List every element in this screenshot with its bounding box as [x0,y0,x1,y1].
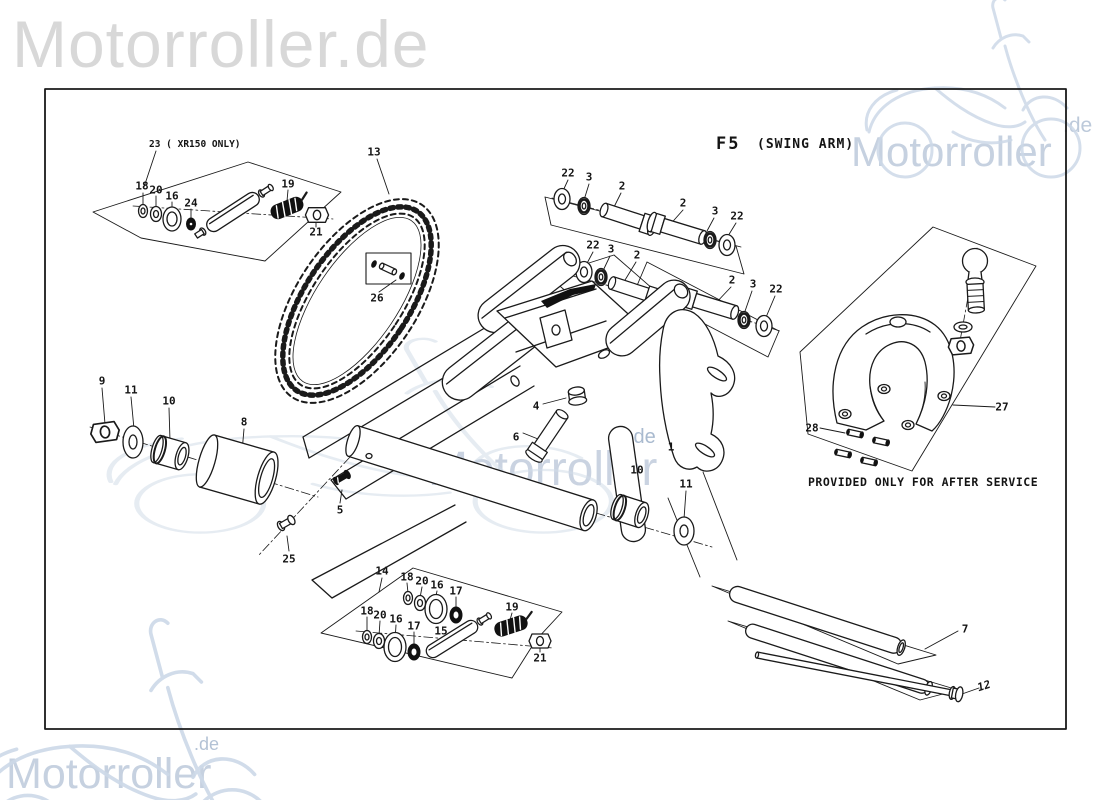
watermark-center-suffix: .de [628,426,656,448]
watermark-top-right-suffix: .de [1063,114,1093,137]
watermark-bottom-left-suffix: .de [194,734,220,754]
rods-and-bolt [728,585,964,703]
scooter-watermark-bottom-left [0,617,275,800]
tensioner-inset-lower [361,590,552,663]
drive-chain [274,198,440,404]
watermark-top-left: Motorroller.de [12,7,430,81]
service-bracket-inset [832,247,989,468]
pivot-tube-assembly [275,425,695,546]
construction-outlines [92,161,1037,701]
master-link-box [365,252,412,285]
chain-roller-set [88,420,279,505]
drawing-border [44,88,1067,730]
swing-arm-body [302,244,736,599]
tensioner-inset-xr150 [137,179,330,239]
